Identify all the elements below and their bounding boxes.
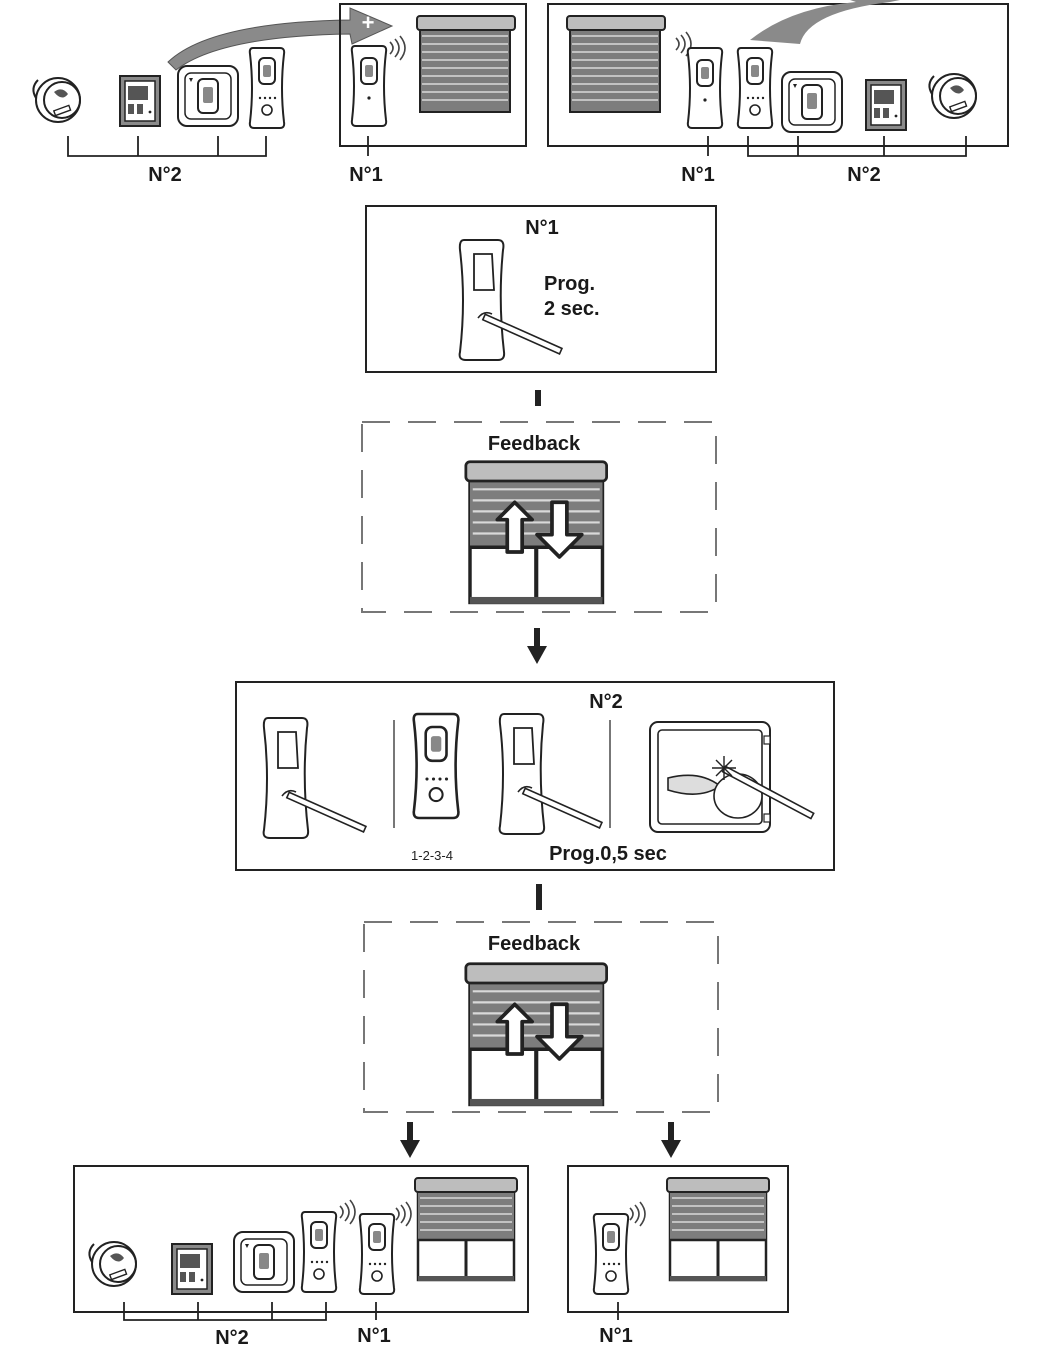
shutter-window-icon (413, 1176, 519, 1283)
remote-icon (412, 712, 460, 820)
down-arrow-icon (661, 1122, 681, 1158)
down-arrow-icon (527, 628, 547, 664)
down-arrow-icon (400, 1122, 420, 1158)
sensor-icon (88, 1241, 137, 1287)
remote-icon (686, 47, 724, 129)
shutter-icon (416, 15, 516, 113)
shutter-window-icon (466, 964, 607, 1106)
label-bottom-right-single: N°1 (599, 1325, 633, 1347)
sensor-icon (32, 77, 81, 123)
feedback2-title: Feedback (488, 933, 581, 955)
remote-icon (248, 47, 286, 129)
sensor-box-icon (649, 721, 815, 833)
timer-icon (171, 1243, 213, 1295)
remote-icon (358, 1213, 396, 1295)
signal-waves-icon (339, 1199, 356, 1225)
step1-title: N°1 (525, 217, 559, 239)
step2-prog: Prog.0,5 sec (549, 843, 667, 865)
remote-icon (592, 1213, 630, 1295)
step2-channels: 1-2-3-4 (411, 848, 453, 863)
frame-step1 (365, 205, 717, 373)
curved-arrow-icon: + (167, 7, 394, 71)
wall-mount-icon (262, 717, 367, 839)
step1-prog: Prog. (544, 273, 595, 295)
shutter-window-icon (665, 1176, 771, 1283)
wall-switch-icon (177, 65, 239, 127)
label-bottom-left-group: N°2 (215, 1327, 249, 1349)
curved-arrow-icon (750, 0, 900, 44)
step1-time: 2 sec. (544, 298, 600, 320)
feedback1-title: Feedback (488, 433, 581, 455)
frame-feedback2 (363, 921, 719, 1113)
step2-title: N°2 (589, 691, 623, 713)
label-top-left-group: N°2 (148, 164, 182, 186)
frame-bottom-left (73, 1165, 529, 1313)
connector (535, 390, 541, 406)
signal-waves-icon (629, 1201, 646, 1227)
frame-top-middle (339, 3, 527, 147)
signal-waves-icon (395, 1201, 412, 1227)
frame-top-right (547, 3, 1009, 147)
label-top-left-single: N°1 (349, 164, 383, 186)
frame-step2 (235, 681, 835, 871)
remote-icon (736, 47, 774, 129)
top-left-devices: N°2 (32, 47, 286, 186)
signal-waves-icon (389, 35, 406, 61)
wall-switch-icon (233, 1231, 295, 1293)
sensor-icon (928, 73, 977, 119)
wall-mount-icon (498, 713, 603, 835)
label-bottom-left-single: N°1 (357, 1325, 391, 1347)
frame-bottom-right (567, 1165, 789, 1313)
frame-feedback1 (361, 421, 717, 613)
shutter-icon (566, 15, 666, 113)
label-top-right-group: N°2 (847, 164, 881, 186)
connector (536, 884, 542, 910)
label-top-right-single: N°1 (681, 164, 715, 186)
timer-icon (865, 79, 907, 131)
timer-icon (119, 75, 161, 127)
shutter-window-icon (466, 462, 607, 604)
plus-icon: + (362, 10, 375, 35)
wall-switch-icon (781, 71, 843, 133)
remote-icon (350, 45, 388, 127)
remote-icon (300, 1211, 338, 1293)
